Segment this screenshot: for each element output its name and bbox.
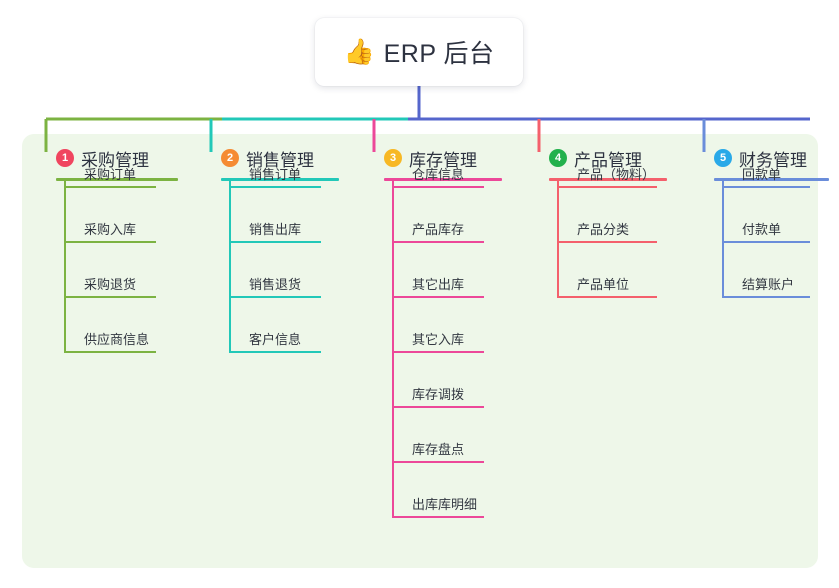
leaf-item-underline [64, 186, 156, 188]
leaf-item-underline [392, 406, 484, 408]
leaf-item-underline [392, 461, 484, 463]
leaf-item-underline [392, 186, 484, 188]
thumbs-up-icon: 👍 [343, 37, 375, 66]
leaf-item[interactable]: 其它出库 [392, 264, 484, 298]
leaf-item[interactable]: 销售订单 [229, 154, 321, 188]
leaf-item-label: 库存调拨 [412, 387, 465, 402]
leaf-item[interactable]: 采购退货 [64, 264, 156, 298]
root-node-erp-backend[interactable]: 👍 ERP 后台 [315, 18, 523, 86]
branch-badge-2: 2 [221, 149, 239, 167]
leaf-item-label: 采购退货 [84, 277, 137, 292]
leaf-item-underline [557, 186, 657, 188]
branch-label-4: 产品管理 [574, 150, 642, 170]
branch-5[interactable]: 5 财务管理回款单付款单结算账户 [696, 146, 829, 298]
leaf-item-label: 采购订单 [84, 167, 137, 182]
leaf-item[interactable]: 回款单 [722, 154, 810, 188]
leaf-item-underline [557, 241, 657, 243]
leaf-item-underline [64, 241, 156, 243]
leaf-item[interactable]: 采购订单 [64, 154, 156, 188]
branch-header-1[interactable]: 1 采购管理 [38, 146, 149, 170]
leaf-item-label: 回款单 [742, 167, 782, 182]
leaf-item[interactable]: 产品库存 [392, 209, 484, 243]
leaf-item-underline [392, 351, 484, 353]
leaf-item[interactable]: 仓库信息 [392, 154, 484, 188]
branch-underline-1 [56, 178, 178, 181]
leaf-item-label: 出库库明细 [412, 497, 478, 512]
branch-header-3[interactable]: 3 库存管理 [366, 146, 477, 170]
leaf-item-label: 库存盘点 [412, 442, 465, 457]
leaf-item-label: 产品单位 [577, 277, 630, 292]
leaf-item-label: 客户信息 [249, 332, 302, 347]
branch-badge-3: 3 [384, 149, 402, 167]
leaf-item[interactable]: 采购入库 [64, 209, 156, 243]
leaf-item[interactable]: 出库库明细 [392, 484, 484, 518]
branch-underline-5 [714, 178, 829, 181]
leaf-item[interactable]: 其它入库 [392, 319, 484, 353]
leaf-item-underline [722, 186, 810, 188]
branch-3[interactable]: 3 库存管理仓库信息产品库存其它出库其它入库库存调拨库存盘点出库库明细 [366, 146, 502, 518]
branch-4[interactable]: 4 产品管理产品（物料） 产品分类产品单位 [531, 146, 667, 298]
leaf-item-label: 付款单 [742, 222, 782, 237]
leaf-item-label: 销售订单 [249, 167, 302, 182]
leaf-item-underline [229, 296, 321, 298]
leaf-item[interactable]: 销售退货 [229, 264, 321, 298]
leaf-item-underline [64, 296, 156, 298]
leaf-item-underline [64, 351, 156, 353]
branch-header-4[interactable]: 4 产品管理 [531, 146, 642, 170]
root-node-content: 👍 ERP 后台 [343, 34, 494, 70]
leaf-item[interactable]: 供应商信息 [64, 319, 156, 353]
leaf-item-underline [392, 516, 484, 518]
branch-spine-3 [392, 180, 394, 518]
branch-header-5[interactable]: 5 财务管理 [696, 146, 807, 170]
leaf-item[interactable]: 库存盘点 [392, 429, 484, 463]
leaf-item-label: 销售出库 [249, 222, 302, 237]
branch-header-2[interactable]: 2 销售管理 [203, 146, 314, 170]
leaf-item-underline [229, 241, 321, 243]
leaf-item[interactable]: 产品单位 [557, 264, 657, 298]
leaf-item-underline [722, 241, 810, 243]
leaf-item-underline [557, 296, 657, 298]
branch-label-3: 库存管理 [409, 150, 477, 170]
leaf-item-label: 其它出库 [412, 277, 465, 292]
branch-label-2: 销售管理 [246, 150, 314, 170]
leaf-item-label: 销售退货 [249, 277, 302, 292]
leaf-item-underline [392, 241, 484, 243]
leaf-item-label: 仓库信息 [412, 167, 465, 182]
leaf-item-label: 供应商信息 [84, 332, 150, 347]
branch-badge-4: 4 [549, 149, 567, 167]
branch-spine-5 [722, 180, 724, 298]
branch-underline-4 [549, 178, 667, 181]
branch-badge-1: 1 [56, 149, 74, 167]
leaf-item-label: 产品库存 [412, 222, 465, 237]
leaf-item-label: 采购入库 [84, 222, 137, 237]
leaf-item[interactable]: 库存调拨 [392, 374, 484, 408]
leaf-item-underline [392, 296, 484, 298]
branch-2[interactable]: 2 销售管理销售订单销售出库销售退货客户信息 [203, 146, 339, 353]
page-title: ERP 后台 [383, 40, 495, 68]
branch-spine-2 [229, 180, 231, 353]
branch-badge-5: 5 [714, 149, 732, 167]
leaf-item-underline [229, 351, 321, 353]
branch-underline-2 [221, 178, 339, 181]
branch-label-1: 采购管理 [81, 150, 149, 170]
leaf-item[interactable]: 产品分类 [557, 209, 657, 243]
leaf-item[interactable]: 客户信息 [229, 319, 321, 353]
leaf-item-label: 其它入库 [412, 332, 465, 347]
leaf-item-underline [229, 186, 321, 188]
branch-underline-3 [384, 178, 502, 181]
leaf-item-label: 结算账户 [742, 277, 795, 292]
branch-spine-1 [64, 180, 66, 353]
leaf-item[interactable]: 付款单 [722, 209, 810, 243]
leaf-item-label: 产品分类 [577, 222, 630, 237]
leaf-item-label: 产品（物料） [577, 167, 656, 182]
leaf-item-underline [722, 296, 810, 298]
leaf-item[interactable]: 销售出库 [229, 209, 321, 243]
branch-1[interactable]: 1 采购管理采购订单采购入库采购退货供应商信息 [38, 146, 178, 353]
leaf-item[interactable]: 产品（物料） [557, 154, 657, 188]
branch-label-5: 财务管理 [739, 150, 807, 170]
branch-spine-4 [557, 180, 559, 298]
leaf-item[interactable]: 结算账户 [722, 264, 810, 298]
branches-panel [22, 134, 818, 568]
